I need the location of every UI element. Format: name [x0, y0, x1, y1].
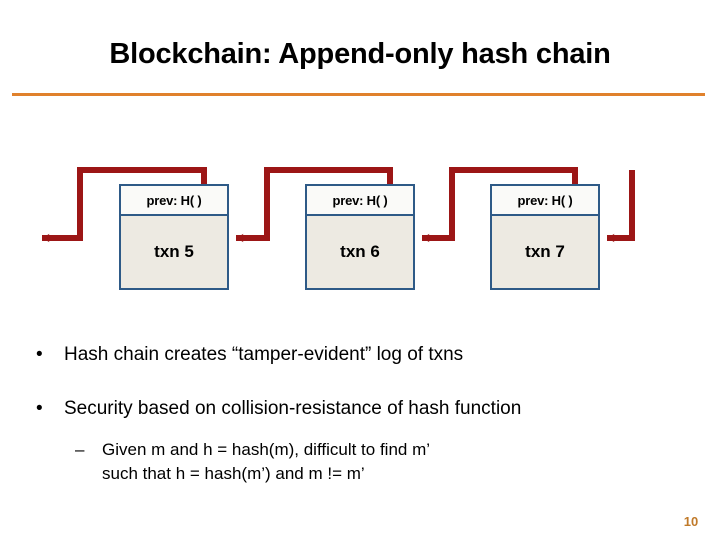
sub-bullet-text-line-2: such that h = hash(m’) and m != m’	[102, 464, 365, 483]
bullet-marker-icon: •	[36, 398, 43, 419]
bullet-text: Hash chain creates “tamper-evident” log …	[64, 344, 464, 365]
hash-chain-diagram: prev: H( ) txn 5 prev: H( ) txn 6 prev: …	[0, 150, 720, 315]
bullet-marker-icon: •	[36, 344, 43, 365]
sub-bullet-text-line-1: Given m and h = hash(m), difficult to fi…	[102, 440, 431, 459]
block-header-prev-hash: prev: H( )	[492, 186, 598, 216]
block-header-prev-hash: prev: H( )	[121, 186, 227, 216]
block-body-label: txn 6	[340, 242, 380, 261]
page-number: 10	[683, 514, 699, 529]
page-title: Blockchain: Append-only hash chain	[109, 38, 611, 70]
chain-block-txn-5[interactable]: prev: H( ) txn 5	[119, 184, 229, 290]
chain-block-txn-7[interactable]: prev: H( ) txn 7	[490, 184, 600, 290]
title-underline-rule	[12, 93, 705, 96]
sub-bullet-marker-icon: –	[75, 440, 85, 459]
arrow-into-block-3-from-right	[607, 170, 635, 243]
block-body-label: txn 7	[525, 242, 565, 261]
chain-block-txn-6[interactable]: prev: H( ) txn 6	[305, 184, 415, 290]
bullet-text: Security based on collision-resistance o…	[64, 398, 522, 419]
block-header-prev-hash: prev: H( )	[307, 186, 413, 216]
block-body-label: txn 5	[154, 242, 194, 261]
